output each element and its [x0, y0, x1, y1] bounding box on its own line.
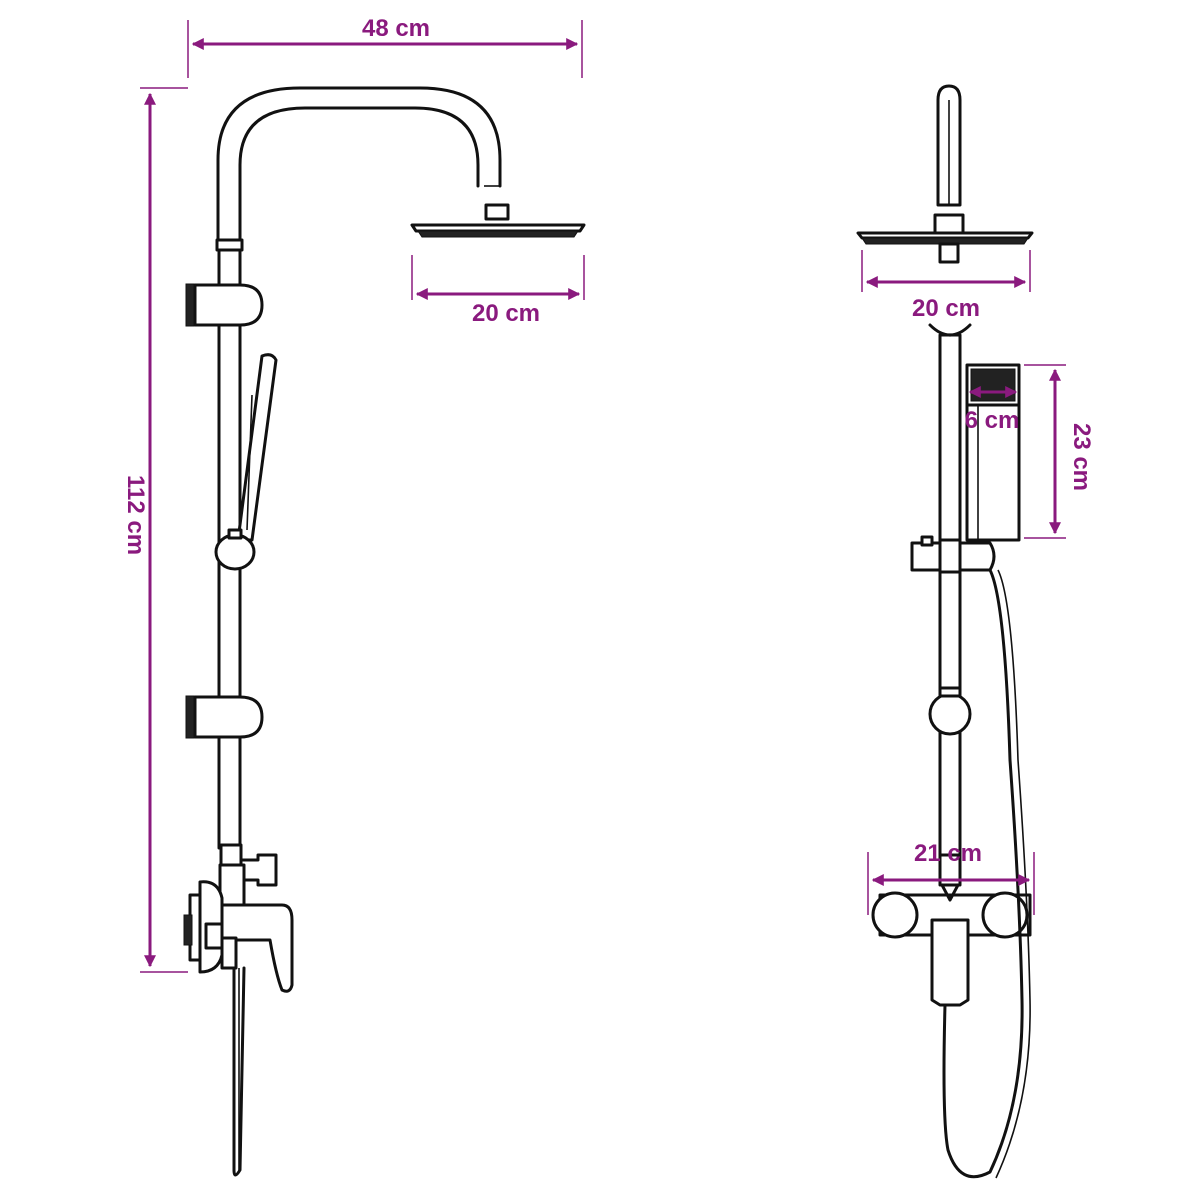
side-hand-shower	[965, 363, 1021, 542]
side-overhead-arm	[933, 84, 965, 235]
front-overhead-arm	[216, 86, 502, 250]
front-upper-bracket	[185, 283, 264, 327]
front-lower-bracket	[185, 695, 264, 739]
front-height-dimension: 112 cm	[122, 87, 188, 973]
side-shower-hose	[942, 568, 1031, 1179]
front-head-width-dimension: 20 cm	[411, 255, 585, 327]
side-riser-pipe	[928, 323, 972, 857]
side-mixer-valve	[871, 853, 1032, 1007]
side-rain-shower-head	[856, 231, 1034, 264]
front-width-dimension: 48 cm	[187, 15, 583, 78]
side-handheld-width-label: 6 cm	[965, 407, 1020, 434]
front-height-label: 112 cm	[122, 475, 149, 555]
side-view: 20 cm 6 cm 23 cm 21 cm	[856, 84, 1095, 1179]
front-width-label: 48 cm	[362, 15, 430, 42]
front-hand-shower	[236, 353, 278, 542]
front-rain-shower-head	[410, 203, 586, 238]
front-view: 48 cm 112 cm 20 cm	[122, 15, 586, 1177]
side-handheld-length-dimension: 23 cm	[1024, 364, 1095, 539]
front-head-width-label: 20 cm	[472, 300, 540, 327]
side-mixer-width-dimension: 21 cm	[867, 840, 1035, 915]
side-mixer-width-label: 21 cm	[914, 840, 982, 867]
front-shower-hose	[232, 966, 246, 1177]
front-mixer-valve	[183, 843, 294, 993]
side-slide-holder	[910, 535, 996, 574]
side-head-width-dimension: 20 cm	[861, 250, 1031, 322]
side-lower-bracket	[928, 686, 972, 736]
side-head-width-label: 20 cm	[912, 295, 980, 322]
side-handheld-width-dimension: 6 cm	[965, 386, 1020, 434]
front-slide-holder	[214, 528, 256, 571]
side-handheld-length-label: 23 cm	[1068, 423, 1095, 491]
